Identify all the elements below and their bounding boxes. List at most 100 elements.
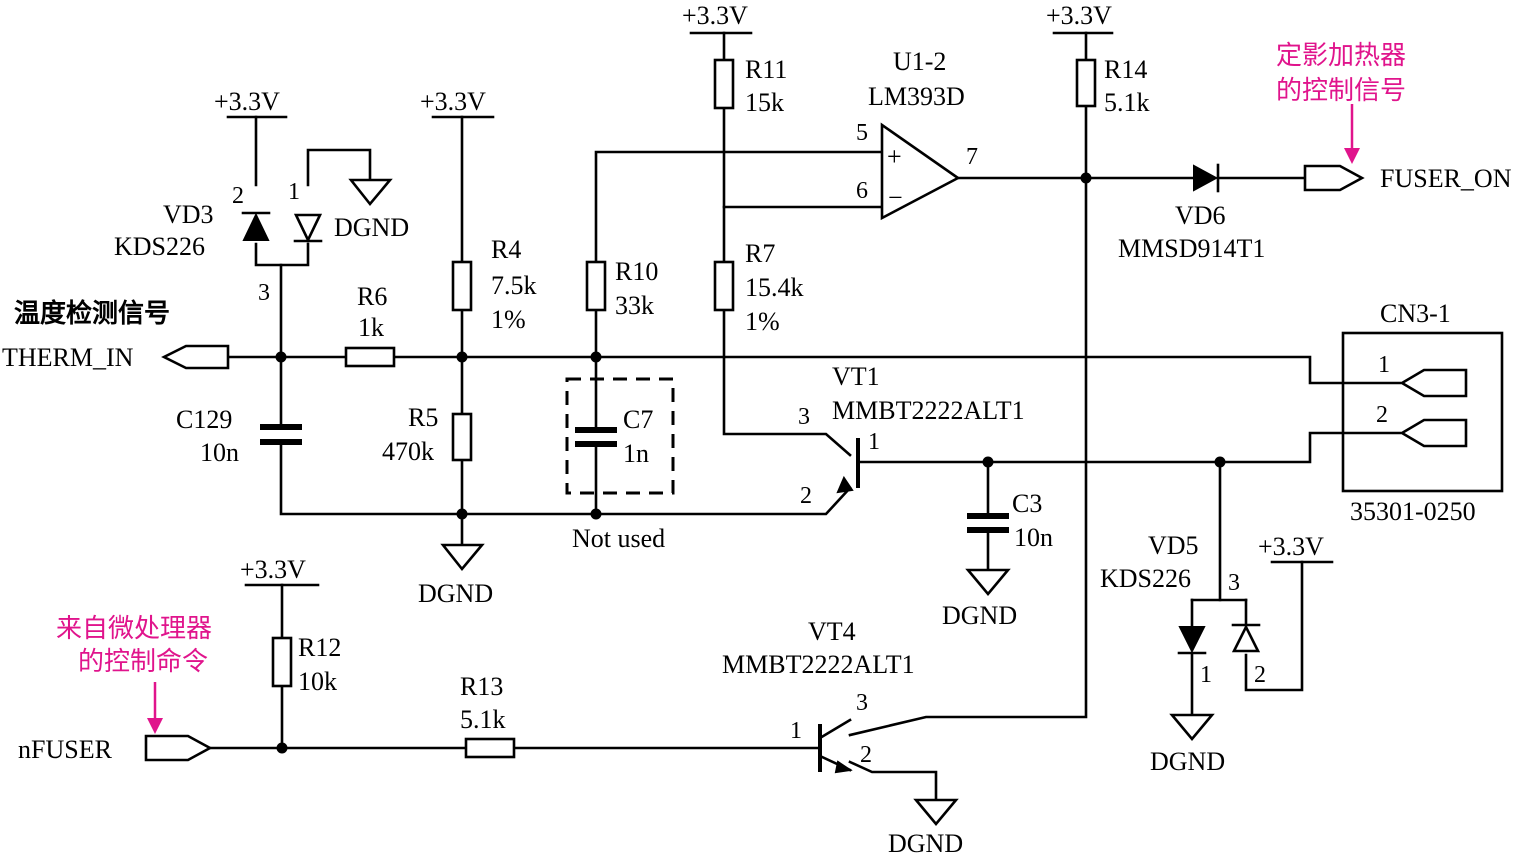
vd6-part: MMSD914T1 (1118, 234, 1265, 263)
supply-label: +3.3V (214, 87, 280, 116)
vt4-part: MMBT2222ALT1 (722, 650, 915, 679)
capacitors (260, 377, 1009, 533)
r11-ref: R11 (745, 55, 787, 84)
junction-dot (275, 351, 287, 363)
ground-icon (965, 568, 1011, 597)
ports (144, 164, 1365, 762)
u1-minus-sign: − (888, 183, 903, 212)
r4-tol: 1% (491, 305, 526, 334)
vd5-pin1: 1 (1200, 662, 1212, 688)
ground-label: DGND (888, 829, 963, 857)
therm-in-label: THERM_IN (2, 343, 134, 372)
wires (208, 31, 1402, 802)
vd5-pin3: 3 (1228, 570, 1240, 596)
c7-plates (575, 427, 617, 447)
ground-label: DGND (942, 601, 1017, 630)
r13-body (464, 737, 516, 759)
comparator-u1 (880, 122, 961, 221)
vd5-pin2: 2 (1254, 662, 1266, 688)
fuser-heater-annotation-line1: 定影加热器 (1276, 41, 1406, 71)
connector-cn3 (1341, 331, 1504, 493)
ground-icon (440, 543, 485, 572)
vd5-diode-b (1231, 623, 1261, 653)
nfuser-label: nFUSER (18, 735, 113, 764)
vd3-diode-b (293, 213, 323, 244)
c129-ref: C129 (176, 405, 232, 434)
vd5-part: KDS226 (1100, 564, 1191, 593)
vd6-ref: VD6 (1175, 201, 1226, 230)
cn3-pin1: 1 (1378, 352, 1390, 378)
r5-value: 470k (382, 437, 434, 466)
transistor-vt4 (818, 718, 853, 774)
vd3-diode-a (241, 211, 271, 241)
vt4-pin-c: 3 (856, 690, 868, 716)
r14-body (1075, 58, 1097, 108)
junction-dot (1080, 172, 1092, 184)
therm-in-port (161, 344, 230, 370)
cn3-pin2-contact (1399, 418, 1468, 448)
junction-dot (456, 351, 468, 363)
c7-not-used-box (565, 377, 675, 495)
c129-value: 10n (200, 438, 239, 467)
supply-label: +3.3V (1258, 532, 1324, 561)
u1-ref: U1-2 (893, 47, 946, 76)
cn3-pin1-contact (1399, 368, 1468, 398)
r14-ref: R14 (1104, 55, 1147, 84)
mcu-command-annotation-line1: 来自微处理器 (56, 614, 212, 644)
r4-value: 7.5k (491, 271, 537, 300)
vd3-pin1: 1 (288, 179, 300, 205)
c7-not-used-note: Not used (572, 524, 665, 553)
vt1-pin-b: 1 (868, 429, 880, 455)
junction-dot (590, 508, 602, 520)
c3-value: 10n (1014, 523, 1053, 552)
r7-ref: R7 (745, 239, 775, 268)
r11-value: 15k (745, 88, 784, 117)
temp-signal-label: 温度检测信号 (14, 298, 170, 329)
fuser-heater-annotation-line2: 的控制信号 (1276, 76, 1406, 106)
mcu-command-annotation-line2: 的控制命令 (78, 647, 208, 677)
arrow-down-icon (147, 718, 163, 734)
vd3-part: KDS226 (114, 232, 205, 261)
u1-pin-out: 7 (966, 144, 978, 170)
u1-pin-plus: 5 (856, 120, 868, 146)
vd3-pin3: 3 (258, 280, 270, 306)
vt1-ref: VT1 (832, 362, 880, 391)
cn3-ref: CN3-1 (1380, 299, 1451, 328)
vt1-pin-e: 2 (800, 483, 812, 509)
ground-icon (348, 178, 393, 207)
vt1-part: MMBT2222ALT1 (832, 396, 1025, 425)
ground-icon (1169, 713, 1215, 742)
vt1-pin-c: 3 (798, 404, 810, 430)
ground-label: DGND (418, 579, 493, 608)
cn3-part: 35301-0250 (1350, 497, 1476, 526)
ground-symbols (348, 178, 1215, 827)
diodes (241, 163, 1261, 655)
vt4-pin-b: 1 (790, 718, 802, 744)
vd6-diode (1193, 163, 1220, 193)
fuser-on-port (1303, 164, 1365, 192)
r7-body (713, 260, 735, 312)
transistor-vt1 (836, 438, 860, 494)
vd5-ref: VD5 (1148, 531, 1199, 560)
junctions (275, 172, 1226, 754)
u1-plus-sign: + (887, 142, 902, 171)
c7-value: 1n (623, 439, 649, 468)
vd3-ref: VD3 (163, 200, 214, 229)
junction-dot (276, 742, 288, 754)
r12-ref: R12 (298, 633, 341, 662)
c129-plates (260, 424, 302, 445)
r7-value: 15.4k (745, 273, 804, 302)
r6-value: 1k (358, 313, 384, 342)
supply-label: +3.3V (682, 1, 748, 30)
r11-body (713, 58, 735, 110)
u1-part: LM393D (868, 82, 965, 111)
u1-pin-minus: 6 (856, 178, 868, 204)
r10-body (585, 260, 607, 312)
nfuser-port (144, 734, 213, 762)
cn3-pin2: 2 (1376, 402, 1388, 428)
r6-ref: R6 (357, 282, 387, 311)
vt4-pin-e: 2 (860, 742, 872, 768)
r10-ref: R10 (615, 257, 658, 286)
